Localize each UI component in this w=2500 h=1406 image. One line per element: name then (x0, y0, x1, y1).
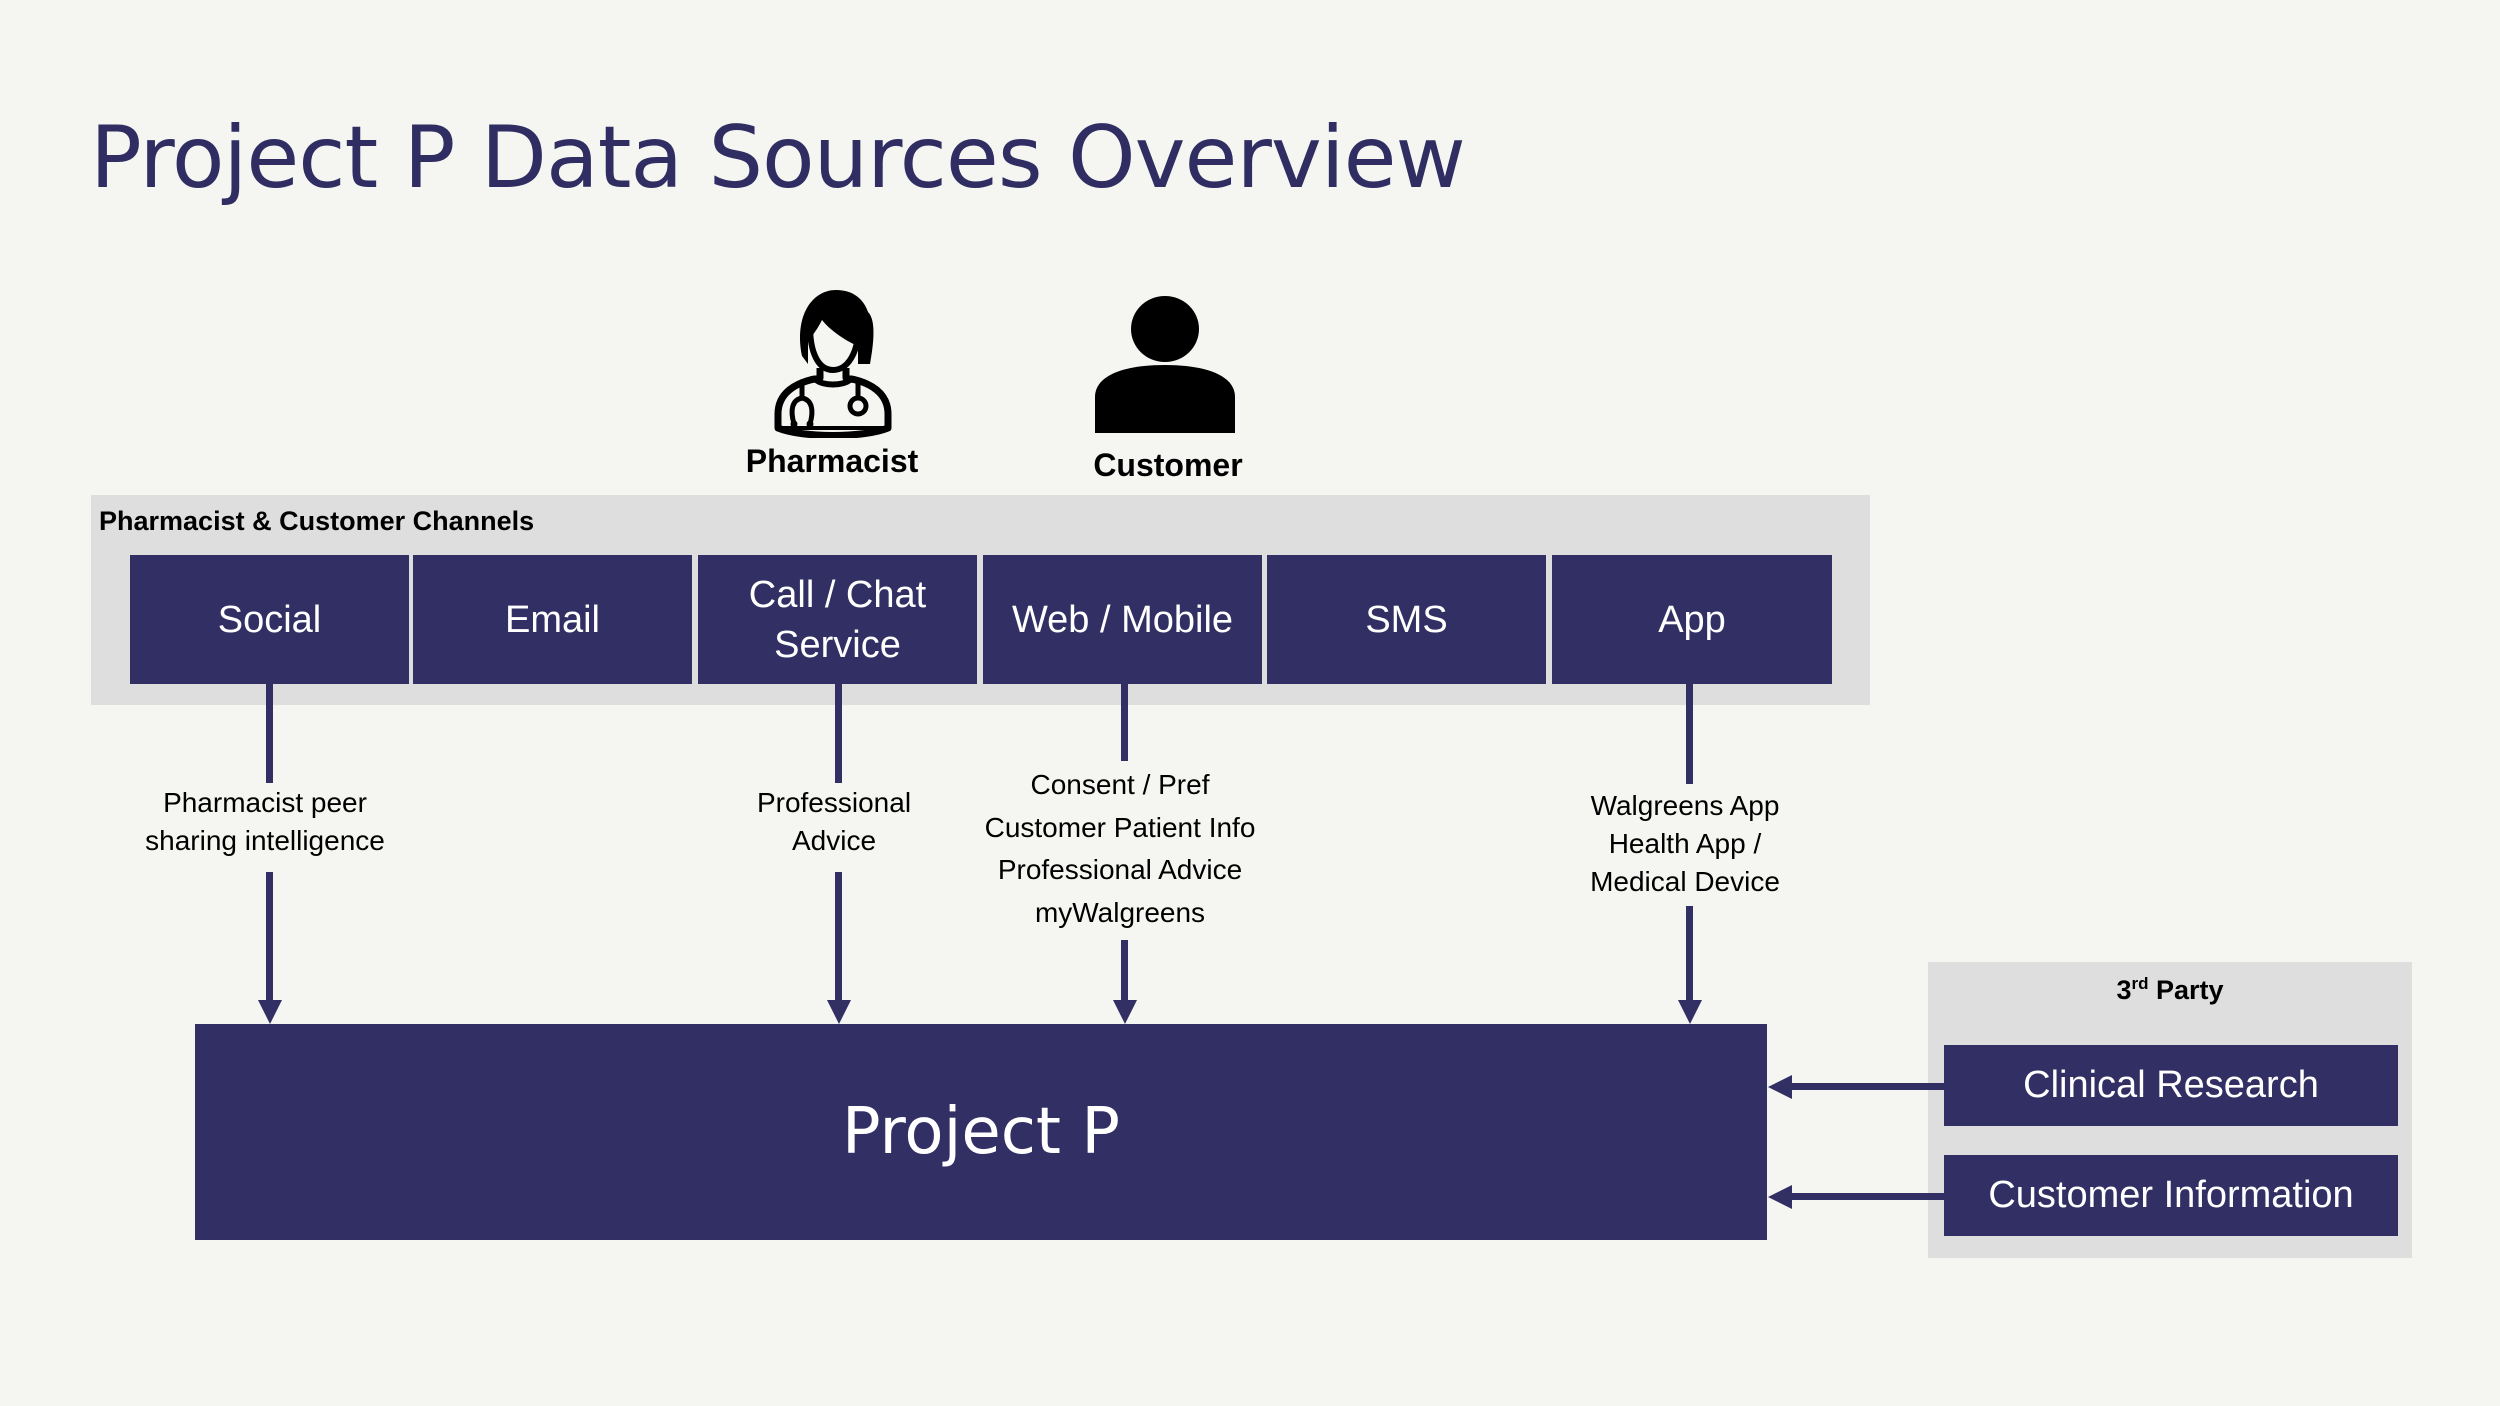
channel-label: Social (217, 598, 322, 641)
arrow-left-icon (1768, 1185, 1792, 1209)
annotation-line: Professional Advice (997, 854, 1243, 885)
flow-line-web-top (1121, 684, 1128, 761)
channel-social[interactable]: Social (130, 555, 409, 684)
customer-label: Customer (1093, 447, 1243, 483)
third-party-label-sup: rd (2131, 974, 2149, 993)
annotation-line: sharing intelligence (145, 825, 385, 856)
annotation-line: Advice (791, 825, 877, 856)
flow-line-clinical-research (1790, 1083, 1944, 1090)
annotation-line: Medical Device (1590, 866, 1780, 897)
arrow-down-icon (1678, 1000, 1702, 1024)
channel-label: Web / Mobile (1011, 598, 1234, 641)
flow-annotation-call-chat: Professional Advice (757, 784, 911, 860)
pharmacist-label: Pharmacist (745, 443, 919, 479)
page-title: Project P Data Sources Overview (90, 108, 1466, 208)
annotation-line: Health App / (1608, 828, 1762, 859)
arrow-down-icon (1113, 1000, 1137, 1024)
annotation-line: Walgreens App (1590, 790, 1780, 821)
arrow-down-icon (258, 1000, 282, 1024)
channels-panel-label: Pharmacist & Customer Channels (99, 506, 535, 536)
channel-app[interactable]: App (1552, 555, 1832, 684)
channel-web-mobile[interactable]: Web / Mobile (983, 555, 1262, 684)
flow-line-call-top (835, 684, 842, 783)
flow-line-customer-information (1790, 1193, 1944, 1200)
channel-label: SMS (1365, 598, 1448, 641)
source-clinical-research[interactable]: Clinical Research (1944, 1045, 2398, 1126)
flow-line-app-top (1686, 684, 1693, 784)
project-p-box[interactable]: Project P (195, 1024, 1767, 1240)
channel-sms[interactable]: SMS (1267, 555, 1546, 684)
flow-annotation-web-mobile: Consent / Pref Customer Patient Info Pro… (985, 764, 1256, 934)
third-party-label-main: 3 (2116, 975, 2132, 1005)
flow-line-app-bottom (1686, 906, 1693, 1002)
third-party-label-rest: Party (2148, 975, 2224, 1005)
third-party-label: 3rd Party (1928, 974, 2412, 1006)
annotation-line: Pharmacist peer (163, 787, 367, 818)
pharmacist-persona (772, 286, 894, 439)
arrow-down-icon (827, 1000, 851, 1024)
annotation-line: myWalgreens (1034, 896, 1206, 928)
source-customer-information[interactable]: Customer Information (1944, 1155, 2398, 1236)
source-label: Customer Information (1988, 1174, 2354, 1216)
channel-call-chat-service[interactable]: Call / Chat Service (698, 555, 977, 684)
customer-persona (1095, 295, 1235, 433)
annotation-line: Professional (756, 787, 912, 818)
project-p-label: Project P (842, 1095, 1120, 1169)
flow-line-social-top (266, 684, 273, 783)
pharmacist-icon (774, 290, 892, 439)
annotation-line: Consent / Pref (1030, 769, 1210, 800)
channel-label: Email (504, 598, 601, 641)
flow-annotation-app: Walgreens App Health App / Medical Devic… (1590, 787, 1780, 901)
channel-label: App (1658, 598, 1726, 641)
flow-line-call-bottom (835, 872, 842, 1002)
channel-email[interactable]: Email (413, 555, 692, 684)
annotation-line: Customer Patient Info (984, 811, 1256, 843)
arrow-left-icon (1768, 1075, 1792, 1099)
source-label: Clinical Research (2023, 1064, 2319, 1106)
customer-icon (1095, 296, 1235, 433)
flow-line-social-bottom (266, 872, 273, 1002)
flow-annotation-social: Pharmacist peer sharing intelligence (145, 784, 385, 860)
channel-label: Call / Chat Service (748, 573, 927, 666)
flow-line-web-bottom (1121, 940, 1128, 1002)
